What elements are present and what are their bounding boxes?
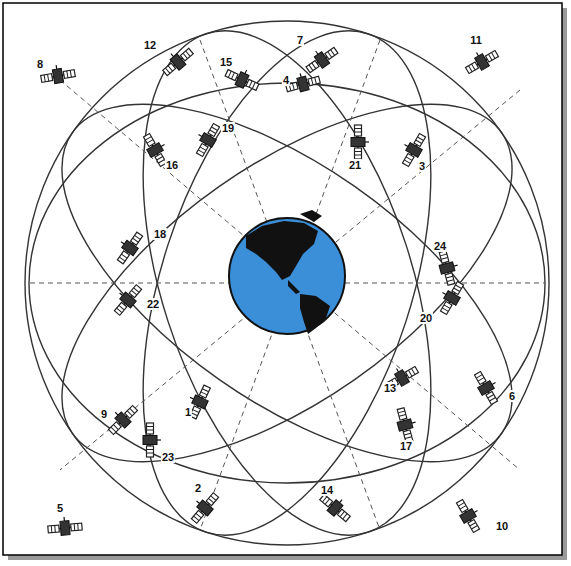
satellite bbox=[434, 278, 467, 316]
satellite bbox=[351, 125, 369, 159]
callout-number: 8 bbox=[36, 58, 44, 70]
callout-number: 12 bbox=[143, 39, 157, 51]
orbit bbox=[5, 36, 570, 530]
satellite bbox=[462, 44, 500, 77]
callout-number: 14 bbox=[320, 484, 334, 496]
orbit-back-lines bbox=[30, 40, 545, 530]
satellite bbox=[394, 406, 420, 444]
callout-number: 13 bbox=[383, 382, 397, 394]
satellite bbox=[143, 423, 161, 457]
satellites bbox=[39, 41, 504, 536]
callout-number: 1 bbox=[184, 406, 192, 418]
earth bbox=[229, 210, 345, 334]
callout-number: 23 bbox=[161, 451, 175, 463]
callout-number: 6 bbox=[508, 390, 516, 402]
frame bbox=[3, 3, 562, 555]
satellite bbox=[109, 280, 145, 318]
callout-number: 10 bbox=[495, 520, 509, 532]
callout-number: 17 bbox=[399, 440, 413, 452]
callout-number: 19 bbox=[221, 122, 235, 134]
satellite bbox=[103, 400, 140, 437]
callout-number: 24 bbox=[433, 240, 447, 252]
satellite bbox=[158, 43, 196, 79]
orbit bbox=[29, 83, 545, 483]
satellite bbox=[39, 62, 76, 86]
callout-number: 11 bbox=[469, 34, 483, 46]
satellite bbox=[471, 368, 504, 406]
orbit bbox=[5, 36, 570, 530]
satellite bbox=[111, 228, 145, 266]
orbits bbox=[5, 0, 570, 566]
satellite bbox=[302, 41, 340, 75]
callout-number: 5 bbox=[56, 502, 64, 514]
callout-number: 15 bbox=[219, 56, 233, 68]
satellite bbox=[47, 516, 82, 537]
callout-number: 21 bbox=[348, 159, 362, 171]
callout-number: 4 bbox=[282, 74, 290, 86]
callout-number: 7 bbox=[296, 34, 304, 46]
callout-number: 9 bbox=[100, 408, 108, 420]
satellite bbox=[183, 382, 214, 420]
callout-number: 3 bbox=[418, 160, 426, 172]
callout-number: 16 bbox=[165, 159, 179, 171]
callout-number: 22 bbox=[146, 298, 160, 310]
callout-number: 18 bbox=[153, 228, 167, 240]
satellite bbox=[190, 120, 223, 158]
orbit bbox=[25, 21, 549, 545]
callout-number: 2 bbox=[194, 482, 202, 494]
satellite bbox=[186, 488, 222, 526]
callout-number: 20 bbox=[419, 312, 433, 324]
satellite bbox=[453, 496, 486, 534]
satellite bbox=[436, 249, 462, 287]
